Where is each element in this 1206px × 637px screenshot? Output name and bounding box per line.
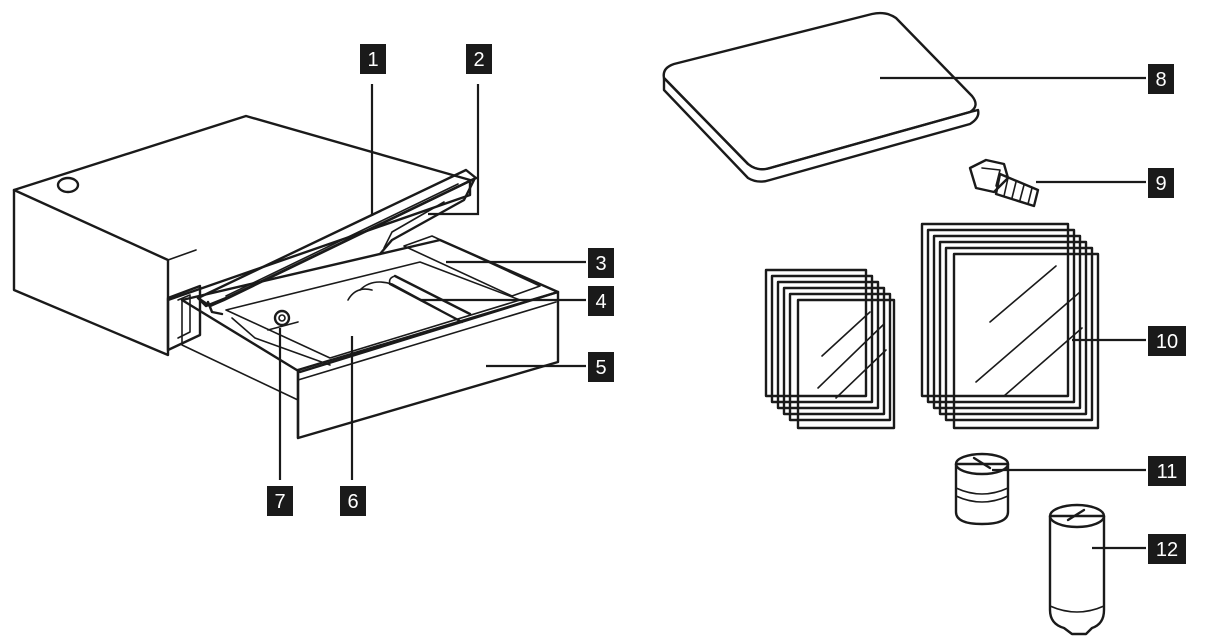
callout-8-label: 8 bbox=[1155, 69, 1166, 91]
callout-8: 8 bbox=[1148, 64, 1174, 94]
callout-10-label: 10 bbox=[1156, 331, 1178, 353]
callout-7-label: 7 bbox=[274, 491, 285, 513]
tall-canister-part bbox=[1048, 503, 1106, 636]
callout-10: 10 bbox=[1148, 326, 1186, 356]
callout-3-label: 3 bbox=[595, 253, 606, 275]
leader-lines-drawer bbox=[278, 84, 586, 480]
callout-5: 5 bbox=[588, 352, 614, 382]
sensor-icon bbox=[273, 309, 291, 327]
callout-7: 7 bbox=[267, 486, 293, 516]
callout-9-label: 9 bbox=[1155, 173, 1166, 195]
small-canister-part bbox=[954, 452, 1010, 526]
callout-6-label: 6 bbox=[347, 491, 358, 513]
callout-12: 12 bbox=[1148, 534, 1186, 564]
callout-4-label: 4 bbox=[595, 291, 606, 313]
callout-11: 11 bbox=[1148, 456, 1186, 486]
callout-2: 2 bbox=[466, 44, 492, 74]
callout-6: 6 bbox=[340, 486, 366, 516]
callout-1-label: 1 bbox=[367, 49, 378, 71]
callout-1: 1 bbox=[360, 44, 386, 74]
callout-11-label: 11 bbox=[1157, 461, 1178, 483]
leader-2 bbox=[428, 84, 480, 216]
callout-2-label: 2 bbox=[473, 49, 484, 71]
screw-part bbox=[968, 158, 1040, 208]
cabinet-knob-icon bbox=[56, 176, 80, 194]
callout-4: 4 bbox=[588, 286, 614, 316]
callout-3: 3 bbox=[588, 248, 614, 278]
drawer-unit bbox=[12, 114, 560, 440]
callout-5-label: 5 bbox=[595, 357, 606, 379]
callout-12-label: 12 bbox=[1156, 539, 1178, 561]
large-cards-stack bbox=[920, 222, 1100, 430]
callout-9: 9 bbox=[1148, 168, 1174, 198]
small-cards-stack bbox=[764, 268, 896, 430]
mat-part bbox=[662, 11, 980, 183]
